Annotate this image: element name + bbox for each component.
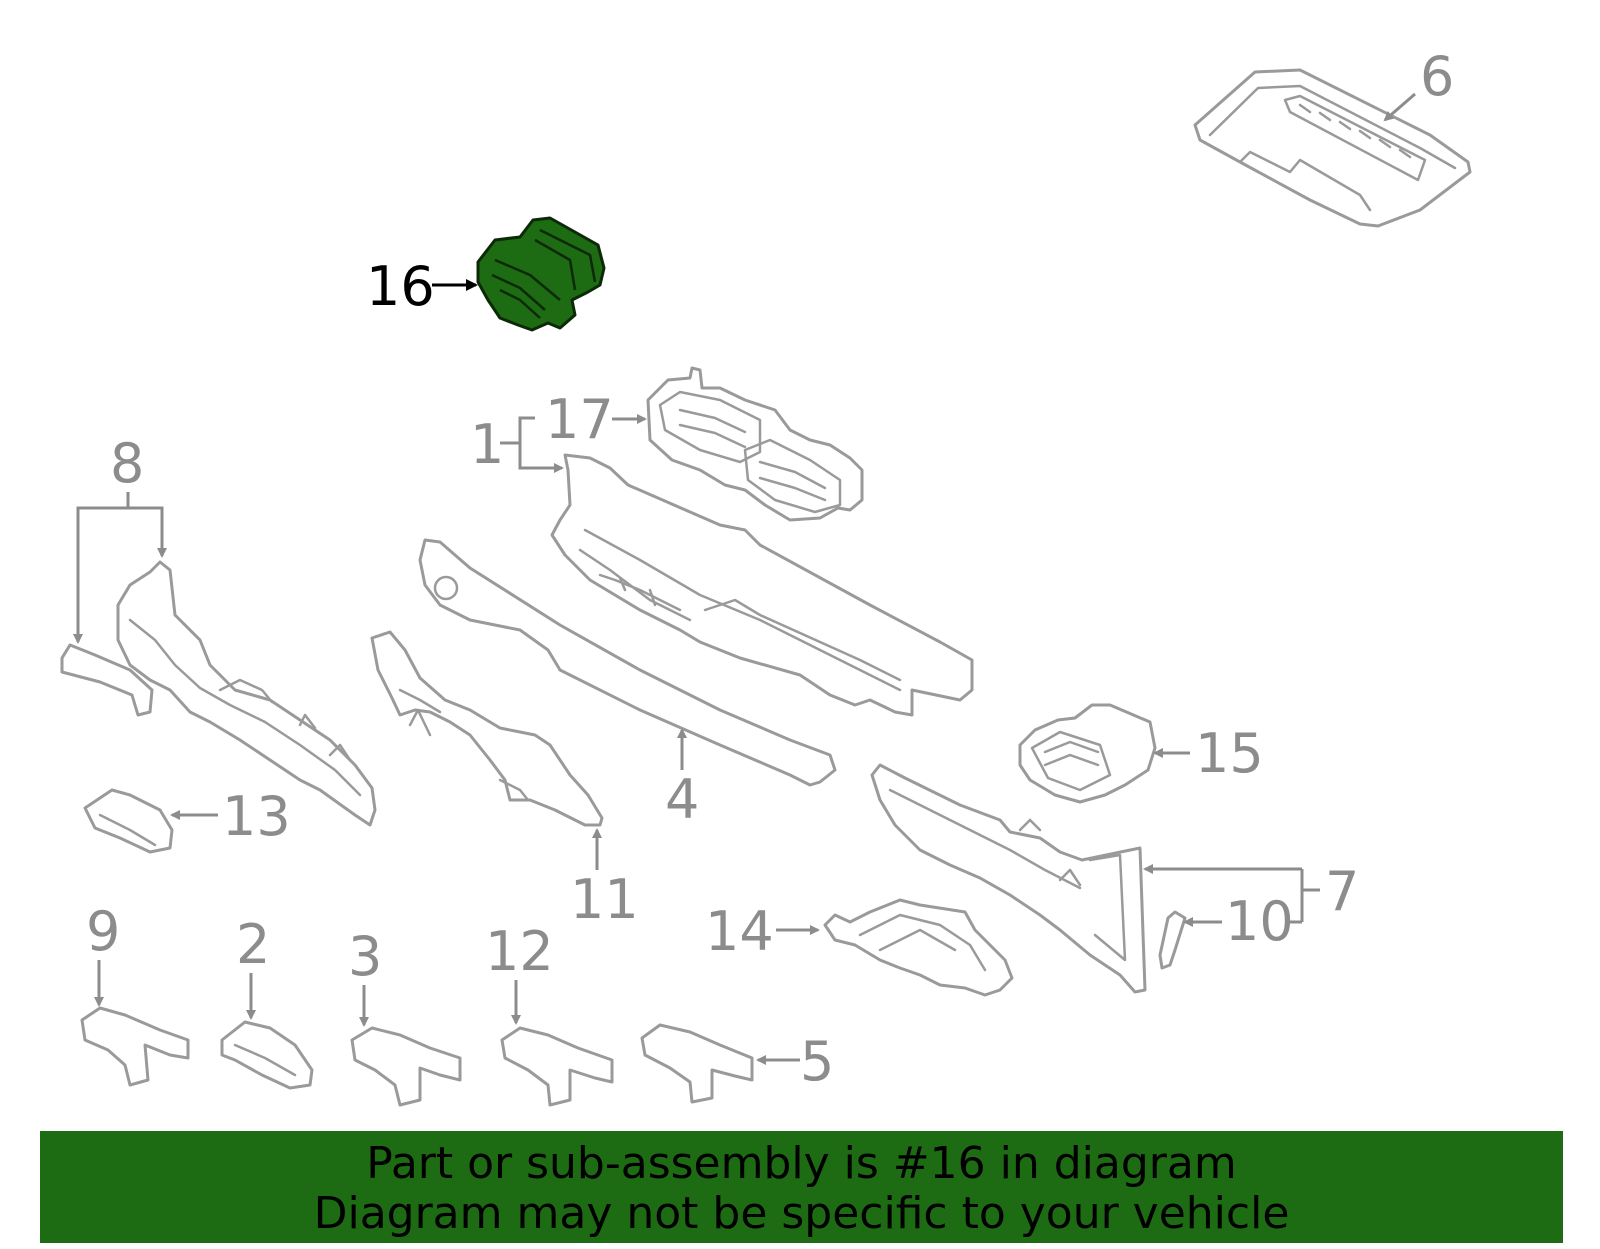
part-11-bracket <box>370 630 604 827</box>
callout-6: 6 <box>1420 45 1454 108</box>
callout-2: 2 <box>236 913 270 976</box>
callout-17: 17 <box>545 388 614 451</box>
part-7-right-trim <box>870 763 1147 994</box>
callout-10: 10 <box>1225 890 1294 953</box>
callout-13: 13 <box>222 785 291 848</box>
part-4-trim-strip <box>418 538 837 787</box>
banner-line-2: Diagram may not be specific to your vehi… <box>313 1188 1290 1239</box>
callout-1: 1 <box>470 413 504 476</box>
part-3-clip <box>350 1026 462 1107</box>
part-8-left-trim <box>60 560 377 827</box>
part-14-bracket <box>823 898 1014 997</box>
callout-16: 16 <box>366 255 435 318</box>
callout-12: 12 <box>485 920 554 983</box>
part-13-clip <box>83 788 174 854</box>
part-5-clip <box>640 1023 754 1104</box>
callout-14: 14 <box>705 900 774 963</box>
part-16-air-vent-highlighted <box>476 216 606 332</box>
callout-5: 5 <box>800 1030 834 1093</box>
part-2-clip <box>220 1020 314 1090</box>
part-10-pin <box>1158 910 1187 970</box>
leader-lines <box>73 92 1416 1065</box>
callout-4: 4 <box>665 768 699 831</box>
callout-8: 8 <box>110 432 144 495</box>
callout-11: 11 <box>570 868 639 931</box>
part-15-side-vent <box>1018 703 1157 804</box>
callout-9: 9 <box>86 900 120 963</box>
callout-15: 15 <box>1195 722 1264 785</box>
part-17-center-vents <box>646 366 864 522</box>
callout-7: 7 <box>1325 860 1359 923</box>
info-banner: Part or sub-assembly is #16 in diagram D… <box>40 1131 1563 1243</box>
banner-line-1: Part or sub-assembly is #16 in diagram <box>366 1138 1237 1189</box>
callout-3: 3 <box>348 925 382 988</box>
part-6-display-bezel <box>1193 68 1472 228</box>
part-1-dash-trim <box>550 453 974 717</box>
part-12-clip <box>500 1026 614 1107</box>
part-9-clip <box>80 1006 190 1087</box>
